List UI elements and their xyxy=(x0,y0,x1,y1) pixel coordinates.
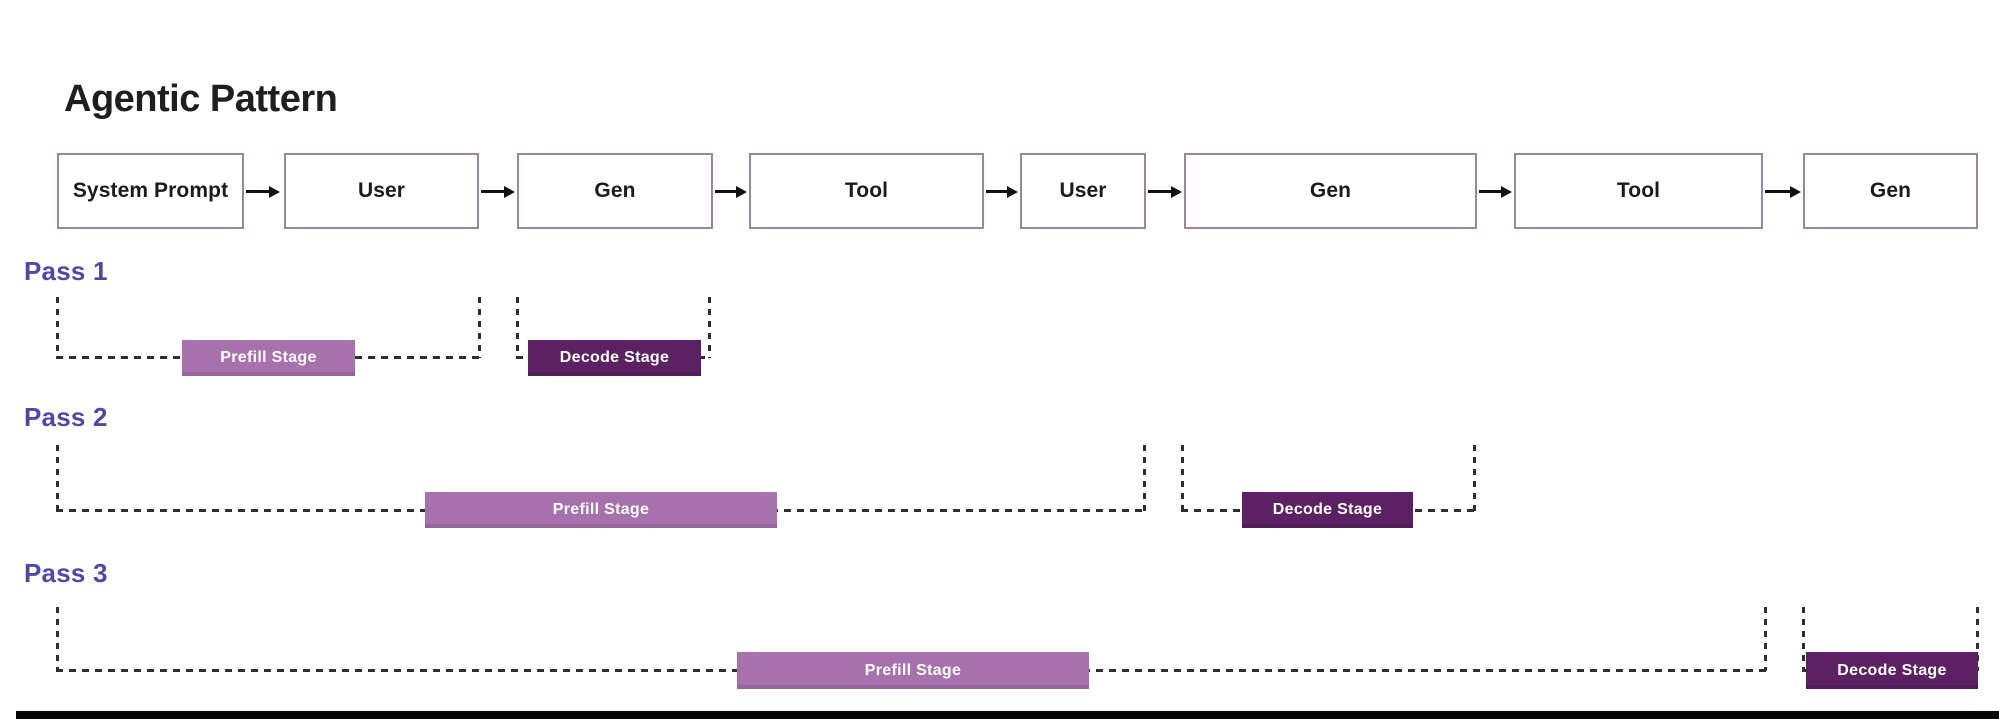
pass-1-label: Pass 1 xyxy=(24,256,108,286)
bracket-vline-right xyxy=(708,297,711,358)
arrow-icon xyxy=(246,185,280,198)
arrow-head xyxy=(1171,185,1182,198)
arrow-icon xyxy=(986,185,1018,198)
prefill-stage-bar: Prefill Stage xyxy=(737,652,1089,689)
flow-box-label: Gen xyxy=(1309,179,1352,202)
arrow-icon xyxy=(1148,185,1182,198)
bracket-vline-right xyxy=(478,297,481,358)
flow-box-label: Gen xyxy=(1869,179,1912,202)
decode-stage-bar: Decode Stage xyxy=(1806,652,1978,689)
page-title: Agentic Pattern xyxy=(64,78,338,120)
arrow-shaft xyxy=(1765,190,1790,193)
flow-box-label: Gen xyxy=(594,179,636,202)
bracket-vline-right xyxy=(1143,445,1146,511)
prefill-stage-bar: Prefill Stage xyxy=(182,340,355,376)
arrow-shaft xyxy=(715,190,736,193)
decode-stage-bar: Decode Stage xyxy=(1242,492,1413,528)
flow-box-label: Tool xyxy=(844,179,889,202)
arrow-shaft xyxy=(481,190,504,193)
stage-bar-label: Prefill Stage xyxy=(864,661,962,679)
arrow-head xyxy=(1501,185,1512,198)
bracket-vline-left xyxy=(1802,607,1805,671)
pass-3-label: Pass 3 xyxy=(24,558,108,588)
arrow-head xyxy=(504,185,515,198)
arrow-shaft xyxy=(246,190,269,193)
arrow-icon xyxy=(1765,185,1801,198)
flow-box-gen-1: Gen xyxy=(517,153,713,229)
stage-bar-label: Decode Stage xyxy=(559,349,670,366)
flow-box-gen-3: Gen xyxy=(1803,153,1978,229)
arrow-shaft xyxy=(986,190,1007,193)
bottom-divider-line xyxy=(16,711,1999,719)
flow-box-tool-2: Tool xyxy=(1514,153,1763,229)
bracket-vline-left xyxy=(56,297,59,358)
flow-box-tool-1: Tool xyxy=(749,153,984,229)
bracket-vline-right xyxy=(1473,445,1476,511)
arrow-icon xyxy=(481,185,515,198)
pass-2-label: Pass 2 xyxy=(24,402,108,432)
stage-bar-label: Decode Stage xyxy=(1837,661,1947,679)
bracket-vline-left xyxy=(516,297,519,358)
arrow-shaft xyxy=(1479,190,1501,193)
bracket-vline-left xyxy=(56,607,59,671)
flow-box-label: Tool xyxy=(1616,179,1661,202)
flow-box-label: User xyxy=(357,179,406,202)
prefill-stage-bar: Prefill Stage xyxy=(425,492,777,528)
flow-box-gen-2: Gen xyxy=(1184,153,1477,229)
arrow-icon xyxy=(715,185,747,198)
flow-box-label: User xyxy=(1059,179,1107,202)
stage-bar-label: Prefill Stage xyxy=(552,501,650,518)
arrow-shaft xyxy=(1148,190,1171,193)
flow-box-label: System Prompt xyxy=(72,179,229,202)
arrow-icon xyxy=(1479,185,1512,198)
bracket-vline-right xyxy=(1976,607,1979,671)
bracket-vline-right xyxy=(1764,607,1767,671)
arrow-head xyxy=(1007,185,1018,198)
flow-box-user-1: User xyxy=(284,153,479,229)
arrow-head xyxy=(269,185,280,198)
stage-bar-label: Prefill Stage xyxy=(220,349,317,366)
bracket-vline-left xyxy=(56,445,59,511)
bracket-vline-left xyxy=(1181,445,1184,511)
flow-box-system-prompt: System Prompt xyxy=(57,153,244,229)
arrow-head xyxy=(736,185,747,198)
flow-box-user-2: User xyxy=(1020,153,1146,229)
stage-bar-label: Decode Stage xyxy=(1272,501,1383,518)
arrow-head xyxy=(1790,185,1801,198)
decode-stage-bar: Decode Stage xyxy=(528,340,701,376)
